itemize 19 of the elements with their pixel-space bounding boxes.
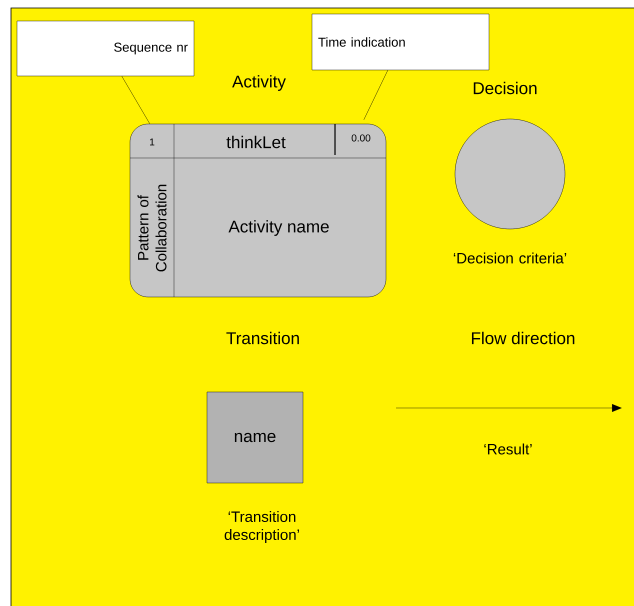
transition-box: name [206, 392, 304, 484]
activity-box [130, 124, 386, 298]
node-label: ‘Transition description’ [224, 511, 299, 543]
sequence-number: 1 [150, 138, 154, 146]
leader-line [122, 76, 150, 124]
vertical-text: Pattern of Collaboration [138, 184, 166, 272]
heading: Activity [232, 75, 286, 91]
callout-box: Time indication [312, 14, 490, 70]
arrow-label: ‘Result’ [484, 444, 532, 454]
heading: Flow direction [472, 332, 574, 344]
cell-text: thinkLet [226, 136, 286, 148]
time-value: 0.00 [352, 134, 370, 142]
callout-box: Sequence nr [16, 20, 194, 76]
heading: Transition [226, 332, 299, 344]
cell-text: Activity name [228, 220, 329, 236]
heading: Decision [474, 82, 536, 94]
decision-circle [454, 118, 566, 230]
node-label: ‘Decision criteria’ [454, 252, 566, 264]
leader-line [364, 70, 388, 120]
